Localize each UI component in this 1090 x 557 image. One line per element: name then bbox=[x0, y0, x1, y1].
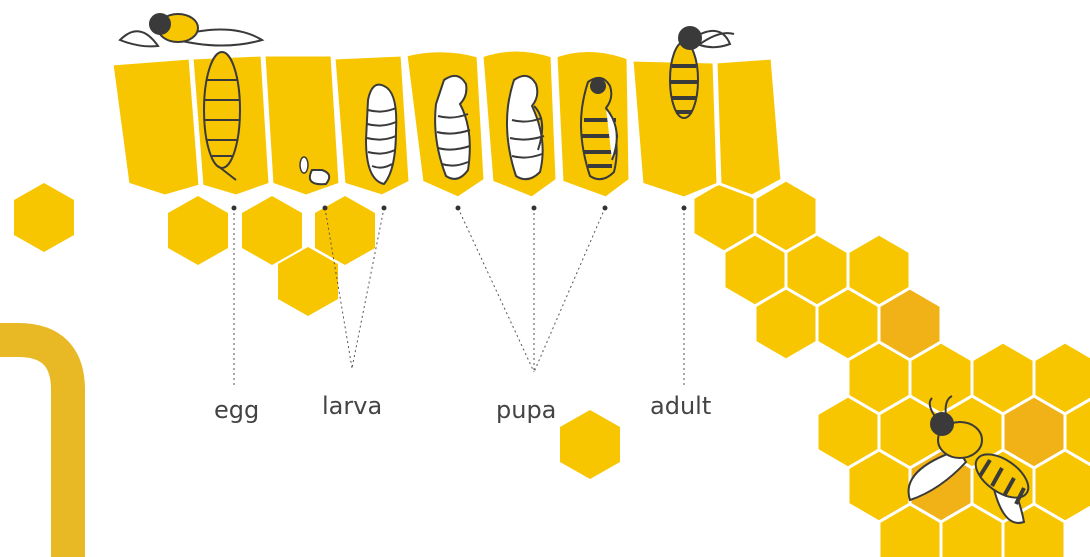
larva-icon bbox=[366, 85, 396, 184]
label-pupa: pupa bbox=[496, 396, 556, 424]
label-larva: larva bbox=[322, 392, 382, 420]
honeycomb-cluster bbox=[693, 180, 1090, 557]
decorative-frame bbox=[0, 340, 68, 557]
egg-icon bbox=[300, 157, 308, 173]
honeycomb-hexagons bbox=[14, 183, 620, 479]
larva-icon bbox=[310, 170, 329, 184]
leader-dots bbox=[232, 206, 687, 211]
label-egg: egg bbox=[214, 396, 259, 424]
label-adult: adult bbox=[650, 392, 711, 420]
